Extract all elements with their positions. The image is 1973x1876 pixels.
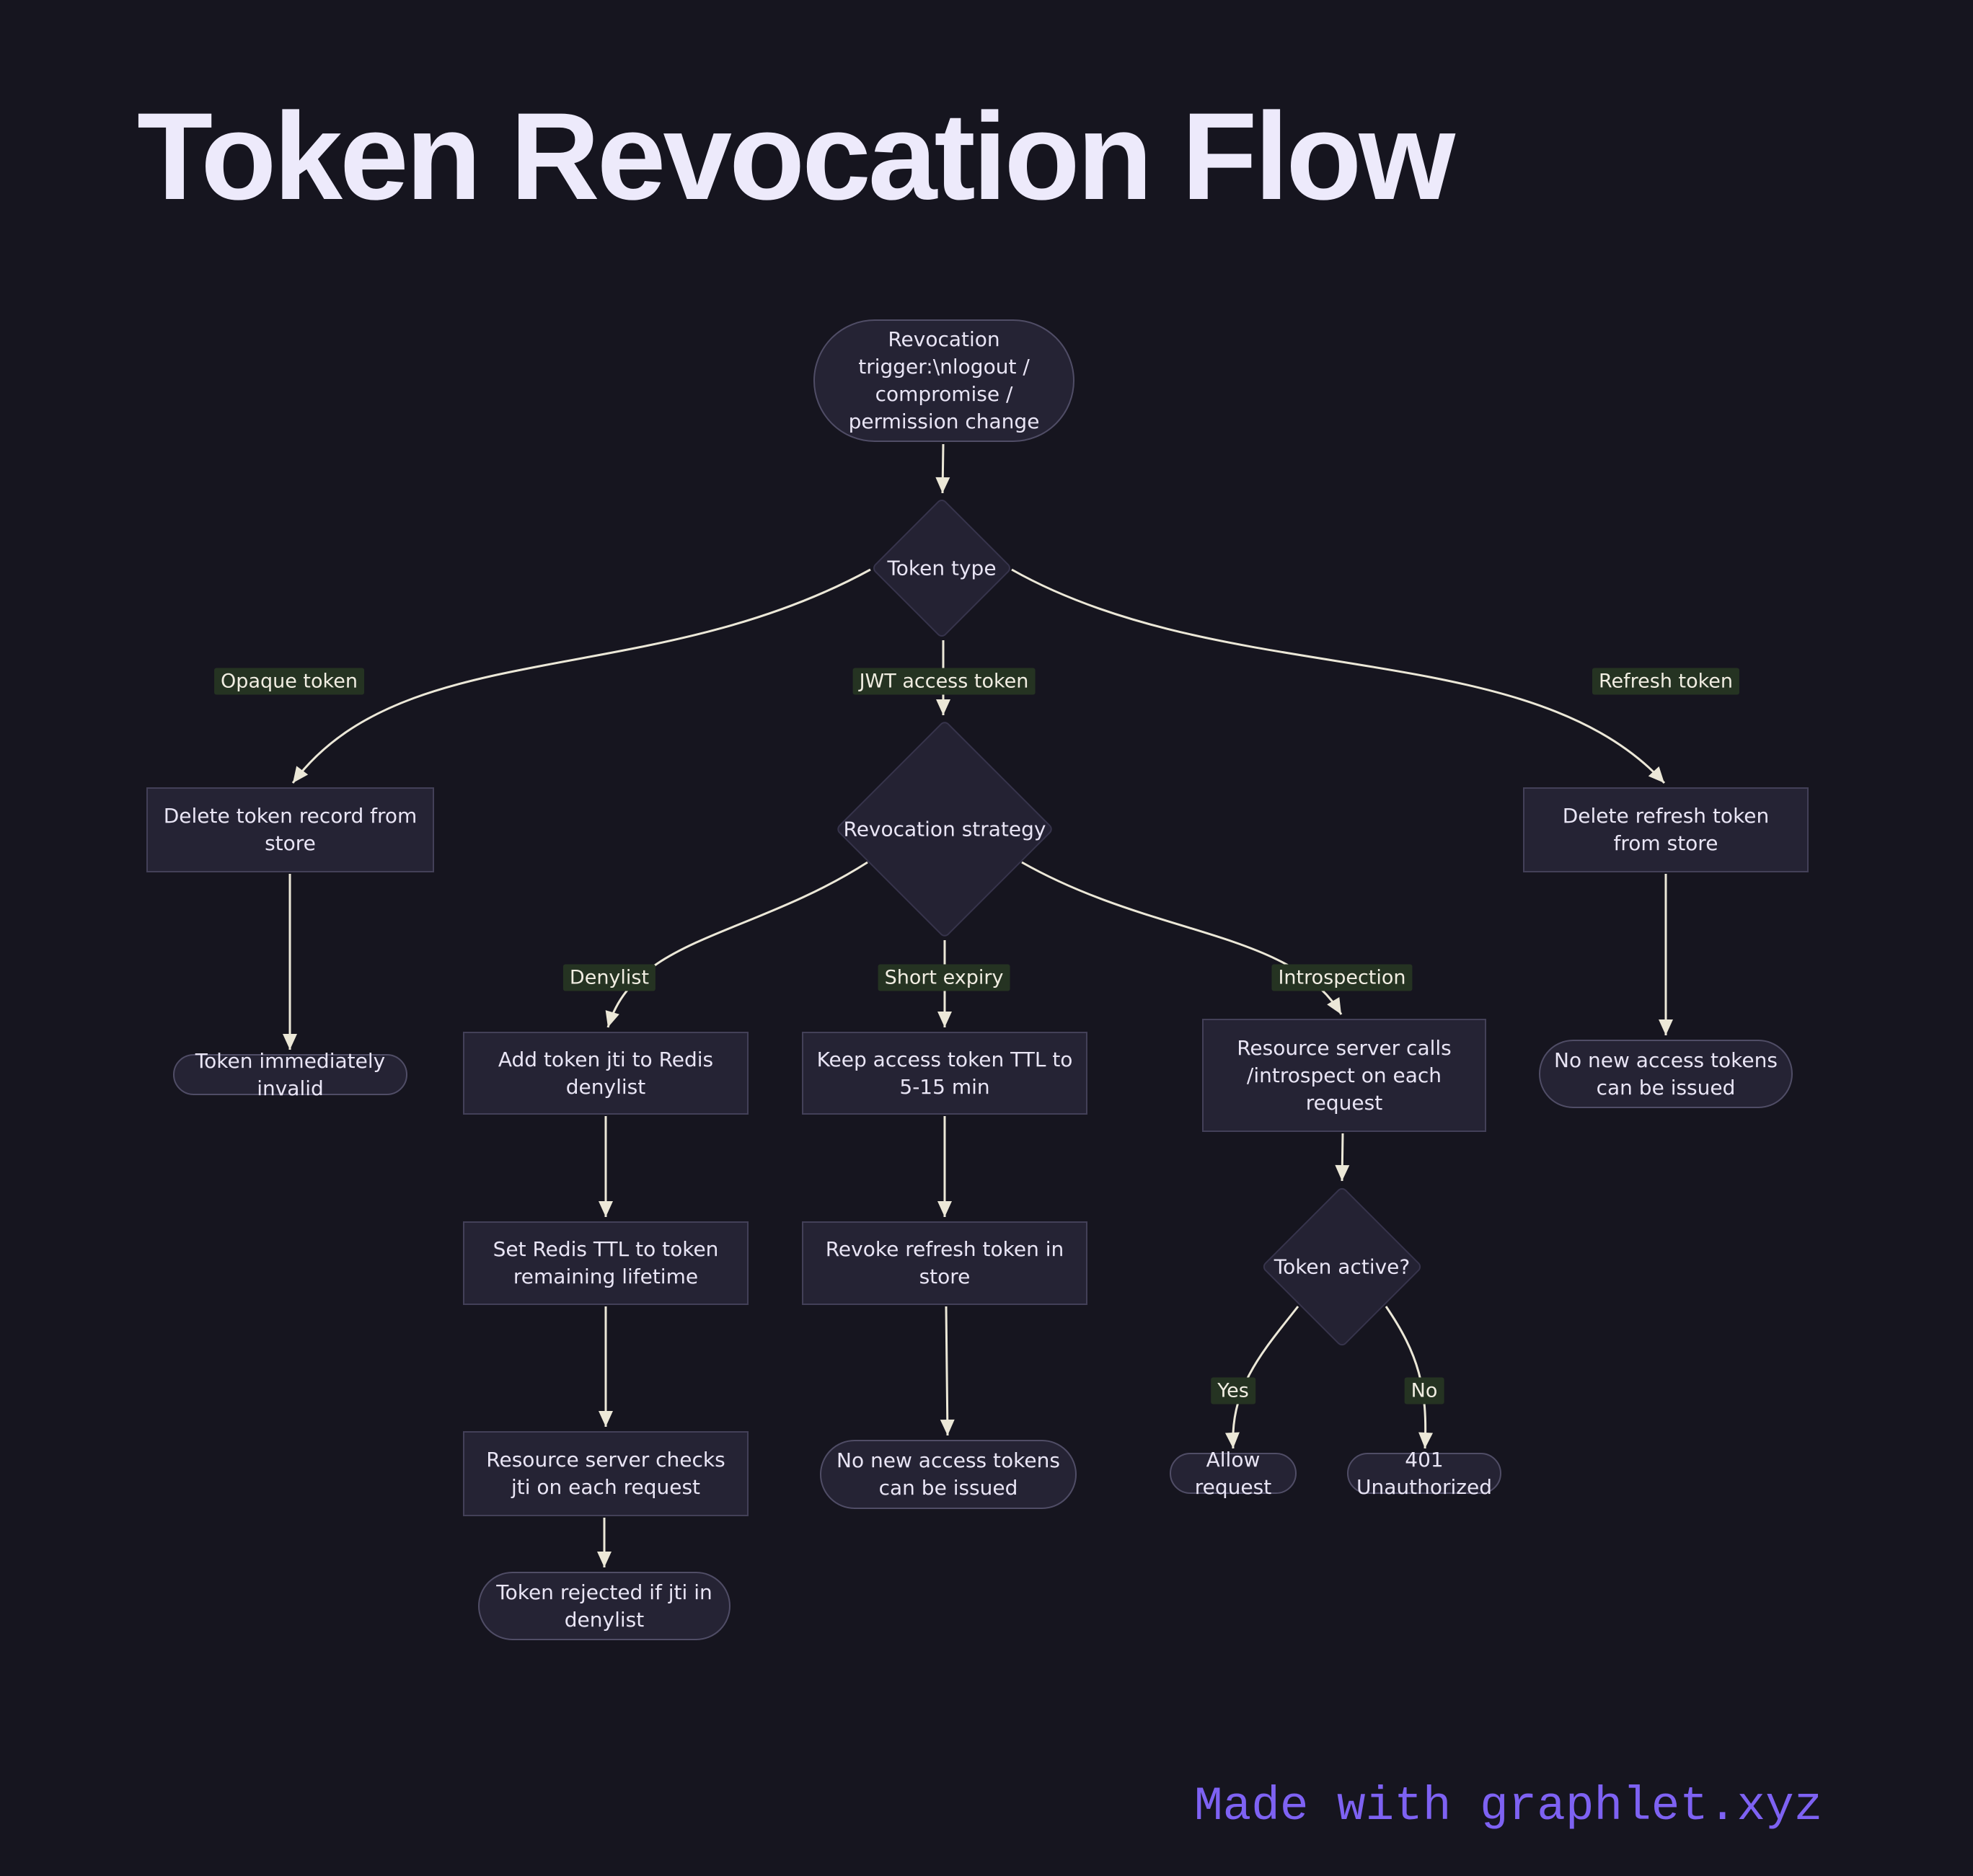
node-401-unauthorized: 401 Unauthorized bbox=[1347, 1448, 1501, 1499]
node-delete-token-record: Delete token record from store bbox=[146, 787, 434, 872]
node-revoke-refresh: Revoke refresh token in store bbox=[802, 1221, 1087, 1305]
edge-label-yes: Yes bbox=[1211, 1377, 1255, 1404]
edge-label-no: No bbox=[1404, 1377, 1444, 1404]
edge-label-refresh-token: Refresh token bbox=[1592, 668, 1740, 695]
edge-label-short-expiry: Short expiry bbox=[878, 964, 1010, 991]
edge-denylist bbox=[605, 861, 868, 1028]
edge-label-opaque-token: Opaque token bbox=[214, 668, 364, 695]
node-allow-request: Allow request bbox=[1170, 1448, 1297, 1499]
edge-refresh-token bbox=[1011, 568, 1666, 784]
edge-opaque-token bbox=[291, 568, 871, 784]
node-no-new-tokens-right: No new access tokens can be issued bbox=[1539, 1040, 1793, 1108]
node-delete-refresh-token: Delete refresh token from store bbox=[1523, 787, 1809, 872]
edge-yes bbox=[1224, 1306, 1299, 1449]
node-keep-ttl: Keep access token TTL to 5-15 min bbox=[802, 1032, 1087, 1115]
page-title: Token Revocation Flow bbox=[137, 87, 1455, 226]
edge-revoke-to-no-new-mid bbox=[940, 1306, 955, 1436]
edge-no bbox=[1385, 1306, 1434, 1449]
watermark-text: Made with graphlet.xyz bbox=[1194, 1779, 1823, 1833]
node-revocation-strategy: Revocation strategy bbox=[843, 817, 1046, 841]
edge-label-denylist: Denylist bbox=[562, 964, 656, 991]
node-resource-checks-jti: Resource server checks jti on each reque… bbox=[463, 1431, 749, 1516]
edge-introspection bbox=[1021, 861, 1343, 1015]
node-add-jti-denylist: Add token jti to Redis denylist bbox=[463, 1032, 749, 1115]
edge-label-jwt-access-token: JWT access token bbox=[852, 668, 1036, 695]
node-token-type: Token type bbox=[887, 556, 997, 580]
edge-introspect-to-active bbox=[1335, 1133, 1350, 1182]
node-no-new-tokens-mid: No new access tokens can be issued bbox=[820, 1440, 1077, 1509]
node-set-redis-ttl: Set Redis TTL to token remaining lifetim… bbox=[463, 1221, 749, 1305]
node-resource-introspect: Resource server calls /introspect on eac… bbox=[1202, 1019, 1486, 1132]
edge-label-introspection: Introspection bbox=[1271, 964, 1413, 991]
node-revocation-trigger: Revocation trigger:\nlogout / compromise… bbox=[813, 319, 1074, 442]
node-token-active: Token active? bbox=[1274, 1255, 1411, 1279]
node-token-rejected: Token rejected if jti in denylist bbox=[478, 1572, 731, 1640]
node-token-immediately-invalid: Token immediately invalid bbox=[173, 1049, 407, 1100]
